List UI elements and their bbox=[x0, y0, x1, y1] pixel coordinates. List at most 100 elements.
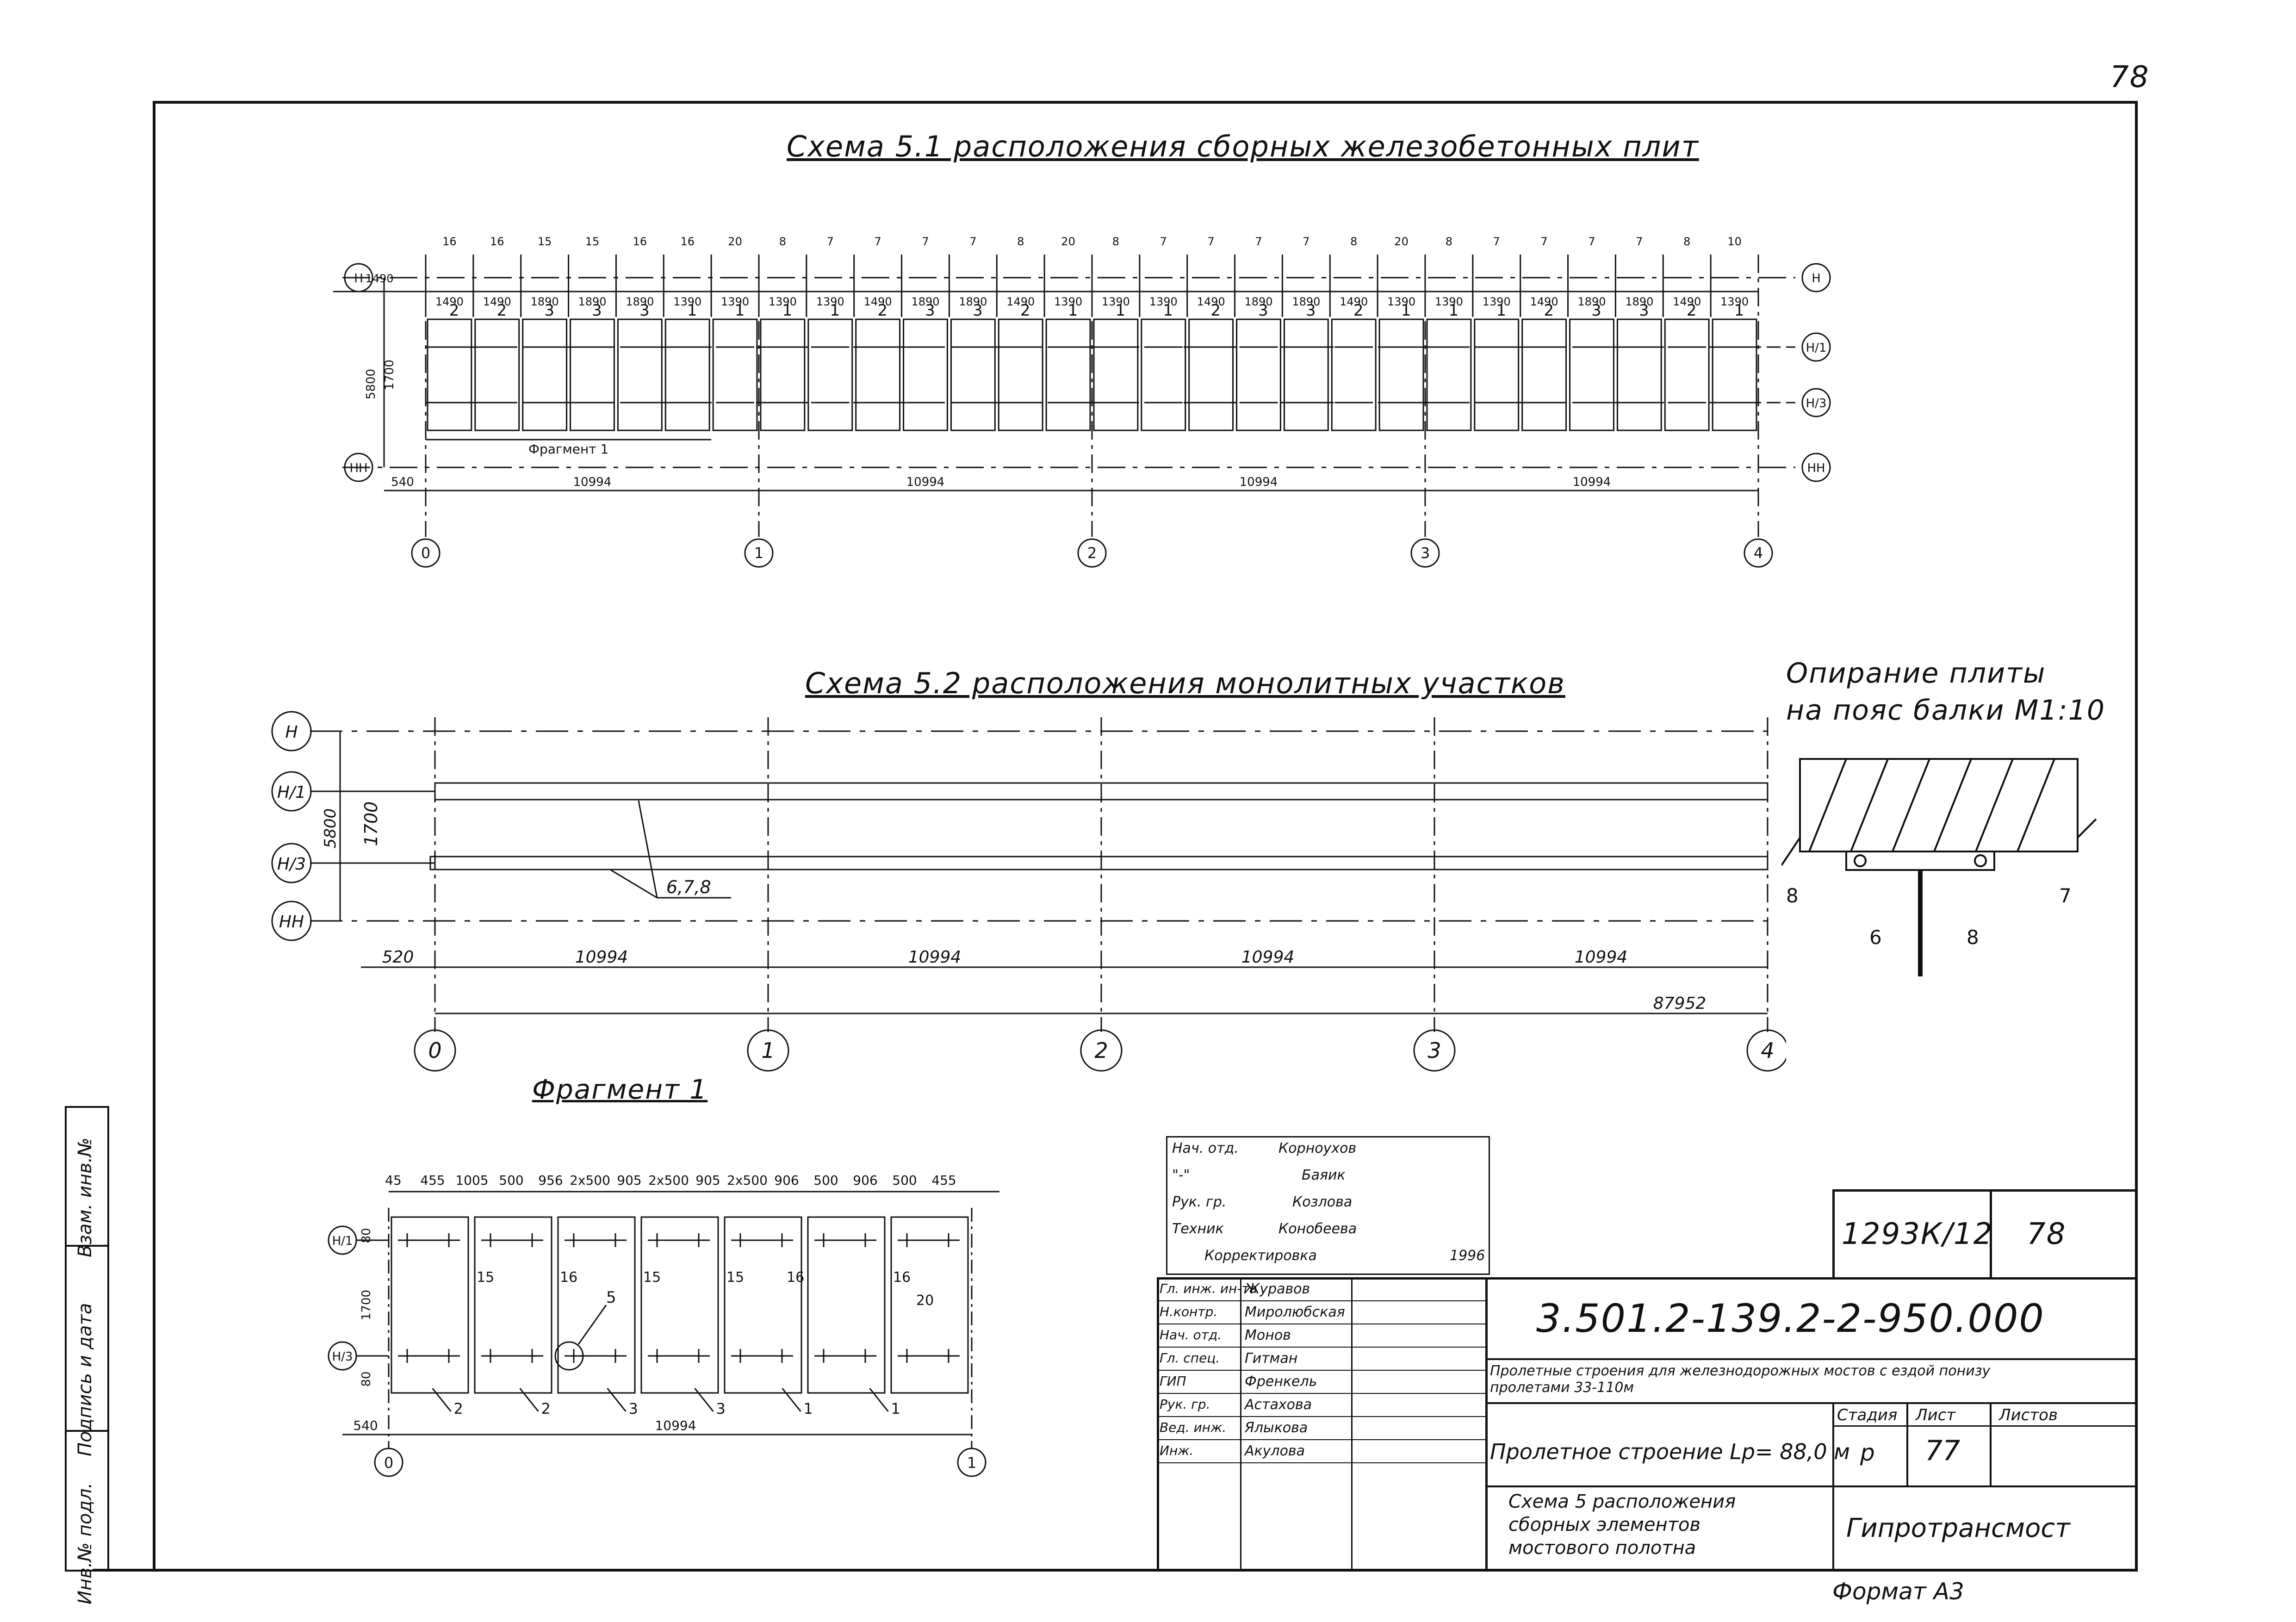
plate-type: 3 bbox=[592, 301, 602, 320]
callout-leader bbox=[638, 800, 658, 898]
signer-row-line bbox=[1157, 1393, 1485, 1394]
org: Гипротрансмост bbox=[1846, 1513, 2070, 1543]
plate-gap: 7 bbox=[922, 235, 929, 248]
plate-width: 1390 bbox=[1720, 295, 1749, 308]
side-dim: 80 bbox=[360, 1228, 373, 1243]
plate-type: 1 bbox=[782, 301, 793, 320]
plate-gap: 8 bbox=[1350, 235, 1357, 248]
bottom-leader bbox=[607, 1388, 627, 1412]
signer-role: Гл. спец. bbox=[1160, 1350, 1220, 1366]
plate-width: 1890 bbox=[531, 295, 559, 308]
plate bbox=[1141, 318, 1186, 431]
dim-1700: 1700 bbox=[383, 360, 397, 390]
plate bbox=[807, 318, 853, 431]
plate-type: 3 bbox=[1639, 301, 1649, 320]
fragment-top-dim: 2x500 bbox=[648, 1173, 689, 1188]
plate-width: 1490 bbox=[864, 295, 892, 308]
axis-bubble bbox=[271, 711, 312, 752]
plate-gap: 20 bbox=[728, 235, 742, 248]
fragment-title: Фрагмент 1 bbox=[532, 1074, 708, 1105]
support-label: 6 bbox=[1869, 926, 1882, 949]
plate-width: 1890 bbox=[1625, 295, 1653, 308]
signer-role: Рук. гр. bbox=[1160, 1397, 1210, 1412]
axis-label: Н/3 bbox=[1806, 397, 1827, 410]
plate-width: 1390 bbox=[816, 295, 844, 308]
plate bbox=[1188, 318, 1234, 431]
plate-width: 1390 bbox=[1483, 295, 1511, 308]
left-strip-divider bbox=[65, 1245, 109, 1247]
support-pad bbox=[1845, 851, 1995, 871]
plate-type: 2 bbox=[1687, 301, 1697, 320]
signer-role: Вед. инж. bbox=[1160, 1420, 1227, 1435]
signer-name: Гитман bbox=[1245, 1350, 1298, 1367]
left-strip-divider bbox=[65, 1430, 109, 1432]
code-box-div bbox=[1990, 1189, 1992, 1277]
fragment-plate bbox=[391, 1216, 469, 1394]
plate-width: 1390 bbox=[769, 295, 797, 308]
plate-width: 1390 bbox=[1149, 295, 1178, 308]
dim-540: 540 bbox=[391, 475, 414, 489]
format-label: Формат А3 bbox=[1832, 1578, 1964, 1605]
plate-type: 2 bbox=[1353, 301, 1364, 320]
fragment-top-dim: 500 bbox=[499, 1173, 523, 1188]
span-dim: 10994 bbox=[1575, 948, 1628, 967]
support-label: 7 bbox=[2059, 884, 2072, 907]
support-title-line2: на пояс балки М1:10 bbox=[1786, 694, 2106, 727]
fragment-bottom-label: 3 bbox=[629, 1400, 638, 1417]
plate-type: 1 bbox=[1496, 301, 1506, 320]
signer-row-line bbox=[1157, 1347, 1485, 1348]
plate-width: 1890 bbox=[578, 295, 606, 308]
plate bbox=[1093, 318, 1139, 431]
plate-gap: 7 bbox=[1541, 235, 1548, 248]
stage-value: р bbox=[1860, 1439, 1875, 1466]
fragment-label: Фрагмент 1 bbox=[528, 441, 608, 457]
axis-bubble bbox=[1744, 538, 1773, 568]
axis-number: 2 bbox=[1087, 544, 1097, 562]
span-dim: 10994 bbox=[908, 948, 962, 967]
axis-number: 0 bbox=[421, 544, 430, 562]
approval-name: Баяик bbox=[1302, 1167, 1346, 1183]
left-strip: Взам. инв.№ Подпись и дата Инв.№ подл. bbox=[65, 1106, 109, 1604]
signer-role: Нач. отд. bbox=[1160, 1327, 1222, 1342]
span-dim: 10994 bbox=[1240, 475, 1278, 489]
plate-type: 1 bbox=[830, 301, 840, 320]
axis-bubble bbox=[1746, 1029, 1786, 1072]
dim-520: 520 bbox=[382, 948, 414, 967]
axis-label: НН bbox=[1807, 461, 1825, 475]
signer-row-line bbox=[1157, 1300, 1485, 1301]
fragment-plate bbox=[557, 1216, 636, 1394]
plate-width: 1390 bbox=[1387, 295, 1415, 308]
plate bbox=[1283, 318, 1329, 431]
axis-bubble bbox=[1801, 263, 1831, 292]
support-title-line1: Опирание плиты bbox=[1786, 657, 2046, 690]
signer-name: Журавов bbox=[1245, 1281, 1310, 1297]
description: Пролетные строения для железнодорожных м… bbox=[1490, 1363, 1991, 1396]
fragment-540: 540 bbox=[353, 1418, 378, 1433]
fragment-top-dim: 956 bbox=[538, 1173, 563, 1188]
title-block-vdiv bbox=[1832, 1402, 1834, 1485]
signer-name: Френкель bbox=[1245, 1373, 1317, 1390]
bottom-leader bbox=[782, 1388, 801, 1412]
axis-number: 0 bbox=[428, 1038, 441, 1063]
title-block-vdiv bbox=[1240, 1277, 1241, 1572]
signer-name: Монов bbox=[1245, 1327, 1291, 1343]
title-block-vdiv bbox=[1832, 1485, 1834, 1572]
axis-label: Н bbox=[354, 272, 363, 286]
signer-row-line bbox=[1157, 1416, 1485, 1417]
signer-row-line bbox=[1157, 1462, 1485, 1463]
marker-circle bbox=[554, 1341, 584, 1371]
plate-type: 2 bbox=[496, 301, 507, 320]
axis-number: 1 bbox=[967, 1454, 976, 1472]
plate-gap: 8 bbox=[1446, 235, 1452, 248]
plate-type: 3 bbox=[544, 301, 554, 320]
sheet-top: 78 bbox=[2027, 1217, 2066, 1251]
plate-gap: 7 bbox=[1208, 235, 1215, 248]
span-dim: 10994 bbox=[573, 475, 612, 489]
axis-bubble bbox=[1077, 538, 1107, 568]
plate-gap: 10 bbox=[1727, 235, 1742, 248]
frame-top bbox=[153, 101, 2138, 104]
side-dim: 1700 bbox=[360, 1290, 373, 1320]
plate-gap: 15 bbox=[538, 235, 552, 248]
plate bbox=[427, 318, 472, 431]
bottom-leader bbox=[432, 1388, 452, 1412]
